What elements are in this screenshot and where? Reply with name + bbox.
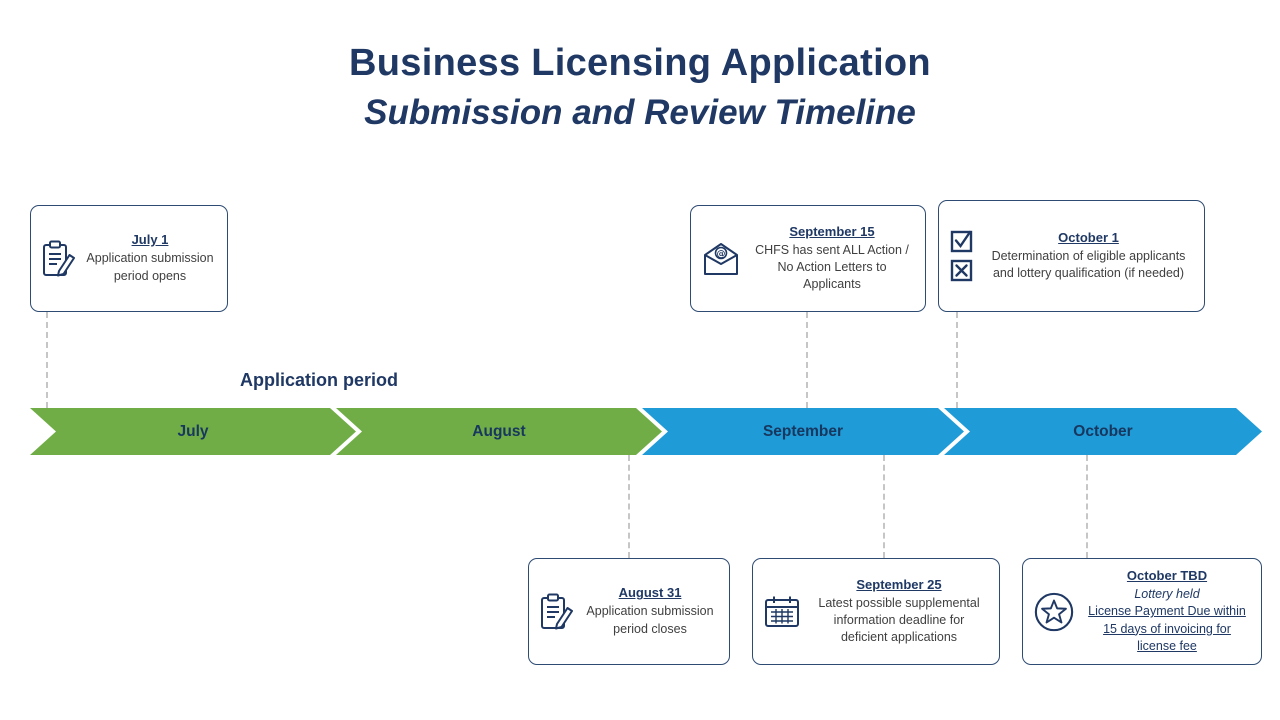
- event-card-september-15: @ September 15 CHFS has sent ALL Action …: [690, 205, 926, 312]
- event-text: August 31 Application submission period …: [581, 585, 719, 638]
- connector-july-1: [46, 312, 48, 408]
- clipboard-pencil-icon: [41, 240, 75, 278]
- timeline-segment-label: August: [472, 422, 526, 440]
- event-date: August 31: [618, 585, 682, 601]
- event-lottery-line: Lottery held: [1134, 587, 1200, 601]
- connector-october-1: [956, 312, 958, 408]
- event-text: October 1 Determination of eligible appl…: [983, 230, 1194, 283]
- timeline-segment-october: October: [944, 408, 1262, 455]
- page-title: Business Licensing Application Submissio…: [0, 42, 1280, 133]
- timeline-segment-label: July: [177, 422, 209, 440]
- timeline-segment-label: September: [762, 422, 844, 440]
- title-line2: Submission and Review Timeline: [364, 93, 916, 132]
- calendar-icon: [763, 595, 801, 629]
- connector-september-15: [806, 312, 808, 408]
- event-date: July 1: [131, 232, 169, 248]
- timeline-segment-july: July: [30, 408, 356, 455]
- event-card-october-tbd: October TBD Lottery held License Payment…: [1022, 558, 1262, 665]
- timeline-segment-september: September: [642, 408, 964, 455]
- event-text: October TBD Lottery held License Payment…: [1083, 568, 1251, 655]
- timeline-segment-august: August: [336, 408, 662, 455]
- connector-september-25: [883, 455, 885, 558]
- event-description: Latest possible supplemental information…: [818, 595, 980, 645]
- envelope-at-icon: @: [701, 241, 741, 277]
- event-text: September 15 CHFS has sent ALL Action / …: [749, 224, 915, 294]
- event-date: September 15: [789, 223, 875, 239]
- svg-text:@: @: [717, 249, 726, 259]
- event-text: July 1 Application submission period ope…: [83, 232, 217, 285]
- event-date: September 25: [856, 576, 942, 592]
- event-card-october-1: October 1 Determination of eligible appl…: [938, 200, 1205, 312]
- event-text: September 25 Latest possible supplementa…: [809, 577, 989, 647]
- event-date: October 1: [1058, 229, 1119, 245]
- clipboard-pencil-icon: [539, 593, 573, 631]
- event-description: Application submission period closes: [586, 604, 714, 636]
- event-date: October TBD: [1126, 568, 1208, 583]
- connector-august-31: [628, 455, 630, 558]
- star-circle-icon: [1033, 591, 1075, 633]
- connector-october-tbd: [1086, 455, 1088, 558]
- event-payment-line: License Payment Due within 15 days of in…: [1088, 604, 1246, 653]
- event-description: CHFS has sent ALL Action / No Action Let…: [755, 242, 909, 292]
- title-line1: Business Licensing Application: [349, 42, 931, 84]
- event-description: Application submission period opens: [86, 251, 214, 283]
- event-card-august-31: August 31 Application submission period …: [528, 558, 730, 665]
- checkboxes-icon: [949, 228, 975, 284]
- event-card-july-1: July 1 Application submission period ope…: [30, 205, 228, 312]
- event-description: Determination of eligible applicants and…: [991, 248, 1186, 280]
- timeline-segment-label: October: [1073, 422, 1133, 440]
- application-period-label: Application period: [240, 370, 399, 390]
- event-card-september-25: September 25 Latest possible supplementa…: [752, 558, 1000, 665]
